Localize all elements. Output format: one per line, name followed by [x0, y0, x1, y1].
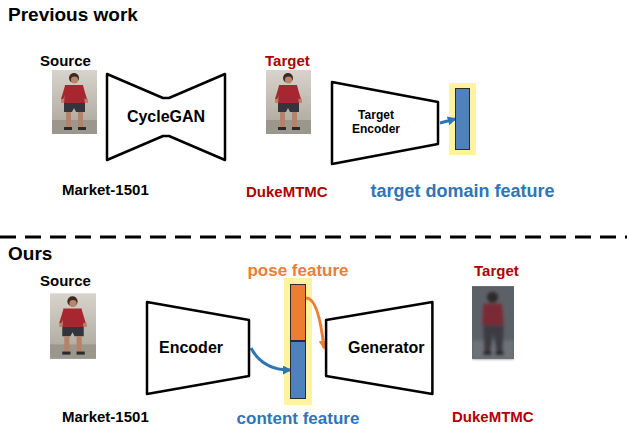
network-block: Target Encoder: [330, 80, 440, 166]
person-photo: [266, 70, 311, 134]
block-label: Target Encoder: [343, 109, 409, 137]
dataset-label: DukeMTMC: [246, 183, 328, 200]
block-label: Encoder: [159, 339, 223, 357]
image-role-label: Source: [40, 52, 91, 69]
feature-label: pose feature: [247, 261, 348, 281]
image-sample: SourceMarket-1501: [38, 272, 158, 427]
dataset-label: DukeMTMC: [452, 408, 534, 425]
image-sample: TargetDukeMTMC: [244, 52, 336, 202]
network-block: Generator: [324, 300, 434, 396]
person-photo: [52, 70, 97, 134]
block-label-area: Generator: [324, 300, 434, 396]
block-label-area: CycleGAN: [105, 72, 227, 162]
flow-arrow: [251, 348, 290, 370]
feature-label: content feature: [237, 409, 360, 429]
feature-vector: target domain feature: [455, 88, 470, 150]
feature-label: target domain feature: [370, 181, 554, 202]
flow-arrow: [306, 298, 324, 348]
block-label-area: Encoder: [145, 300, 251, 396]
feature-vector: pose feature: [290, 284, 306, 341]
section-heading: Previous work: [8, 4, 138, 26]
image-role-label: Target: [265, 52, 310, 69]
block-label: Generator: [348, 339, 424, 357]
feature-vector: content feature: [290, 341, 306, 399]
separator-line: [0, 236, 627, 239]
section-heading: Ours: [8, 243, 52, 265]
person-photo: [472, 286, 514, 359]
block-label: CycleGAN: [127, 108, 205, 126]
image-role-label: Target: [474, 262, 519, 279]
block-label-area: Target Encoder: [330, 80, 440, 166]
flow-arrow: [440, 119, 455, 123]
network-block: CycleGAN: [105, 72, 227, 162]
dataset-label: Market-1501: [62, 408, 149, 425]
image-role-label: Source: [40, 272, 91, 289]
network-block: Encoder: [145, 300, 251, 396]
image-sample: TargetDukeMTMC: [452, 262, 542, 432]
person-photo: [50, 293, 96, 358]
dataset-label: Market-1501: [62, 181, 149, 198]
